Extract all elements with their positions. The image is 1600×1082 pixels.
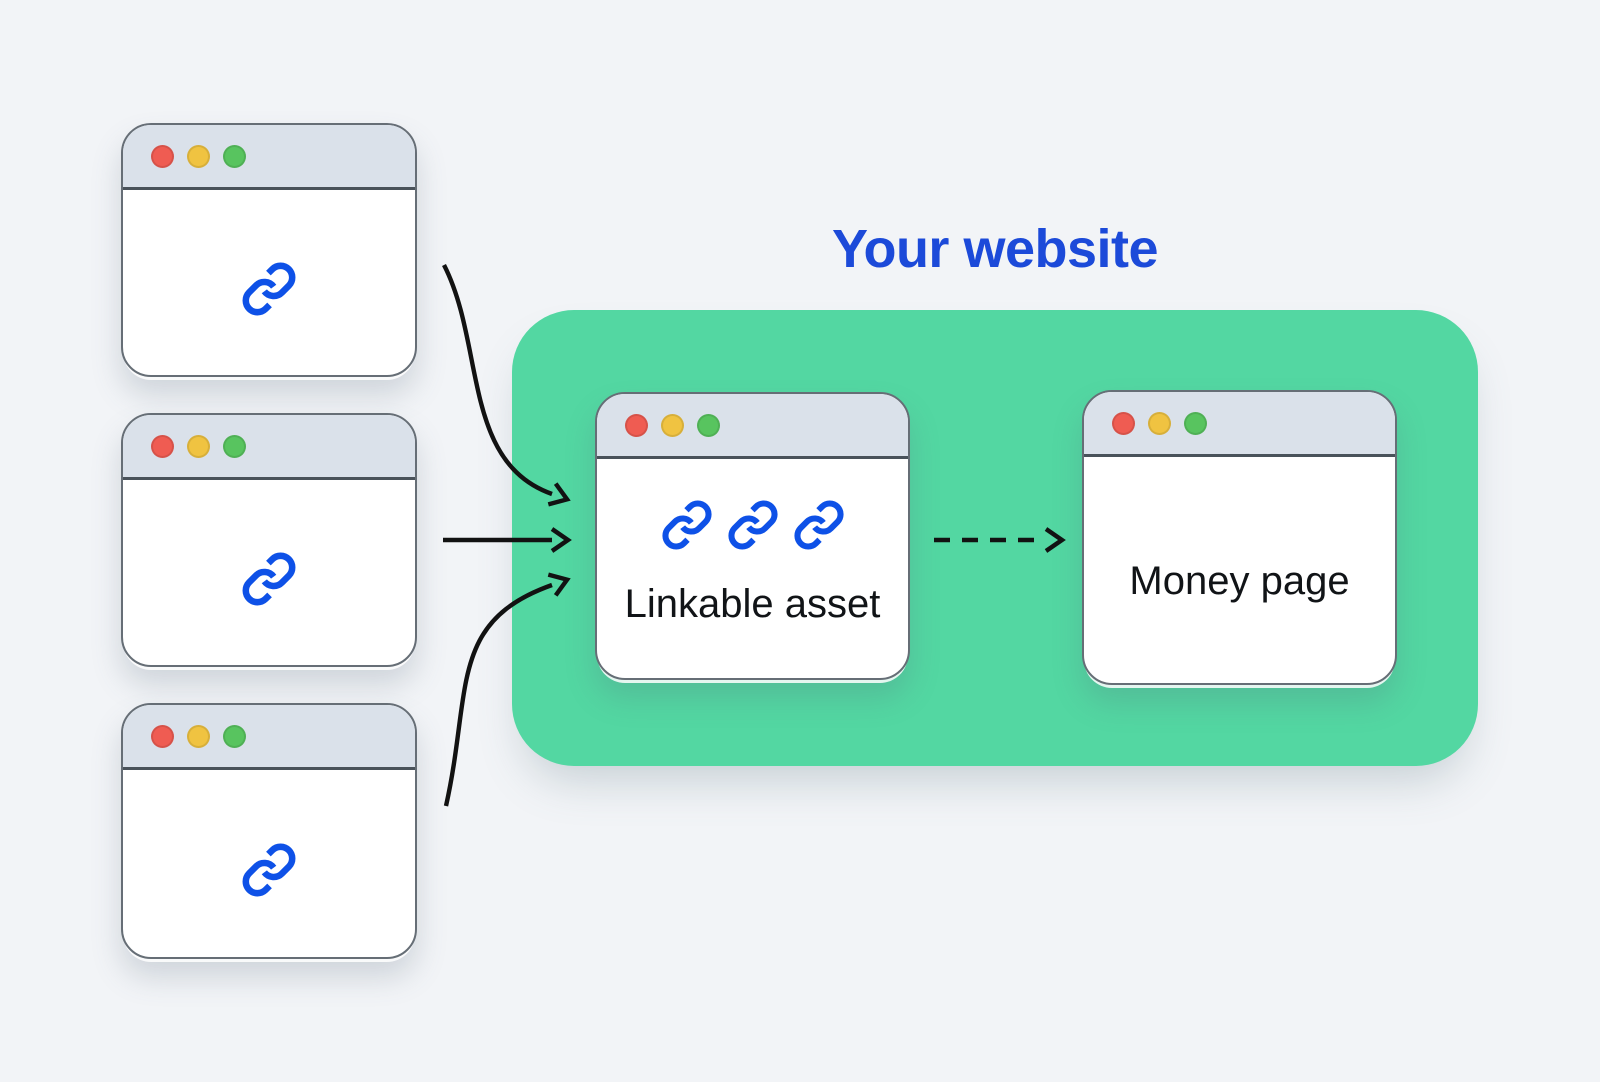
traffic-light-yellow-icon [661, 413, 684, 437]
linkable-asset-label: Linkable asset [624, 581, 881, 626]
link-icon [793, 499, 844, 550]
traffic-light-red-icon [151, 724, 174, 748]
window-titlebar [597, 394, 908, 459]
traffic-light-yellow-icon [187, 144, 210, 168]
window-titlebar [123, 705, 415, 770]
traffic-light-red-icon [1112, 411, 1135, 435]
window-body: Money page [1084, 457, 1395, 683]
your-website-title: Your website [831, 219, 1159, 279]
traffic-light-green-icon [1184, 411, 1207, 435]
traffic-light-yellow-icon [1148, 411, 1171, 435]
window-body: Linkable asset [597, 459, 908, 678]
traffic-light-red-icon [151, 144, 174, 168]
link-icon-row [661, 499, 845, 551]
linkable-asset-window: Linkable asset [595, 392, 910, 680]
link-icon [242, 262, 296, 316]
referrer-window-1 [121, 123, 417, 377]
traffic-light-yellow-icon [187, 434, 210, 458]
traffic-light-yellow-icon [187, 724, 210, 748]
window-titlebar [123, 125, 415, 190]
window-titlebar [123, 415, 415, 480]
link-icon [242, 843, 296, 897]
traffic-light-red-icon [625, 413, 648, 437]
money-page-label: Money page [1129, 558, 1350, 603]
window-body [123, 480, 415, 665]
window-body [123, 770, 415, 957]
window-body [123, 190, 415, 375]
window-titlebar [1084, 392, 1395, 457]
link-icon [242, 552, 296, 606]
traffic-light-green-icon [697, 413, 720, 437]
link-icon [661, 499, 712, 550]
referrer-window-2 [121, 413, 417, 667]
money-page-window: Money page [1082, 390, 1397, 685]
traffic-light-green-icon [223, 724, 246, 748]
link-icon [727, 499, 778, 550]
referrer-window-3 [121, 703, 417, 959]
traffic-light-red-icon [151, 434, 174, 458]
traffic-light-green-icon [223, 144, 246, 168]
traffic-light-green-icon [223, 434, 246, 458]
